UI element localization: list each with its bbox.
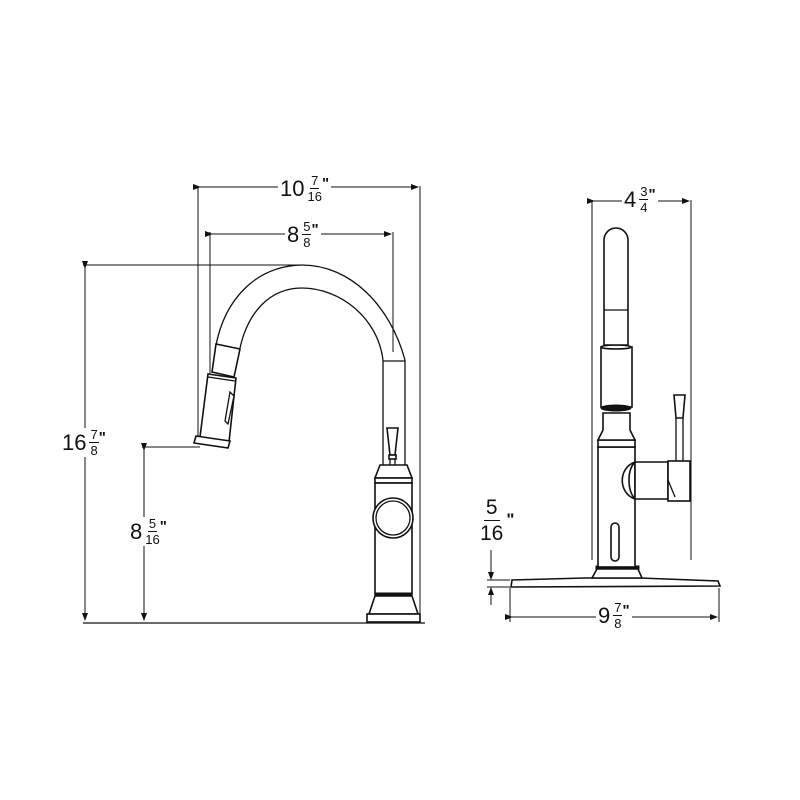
handle-lever-side xyxy=(673,394,686,419)
label-spout-height: 8 5 16 " xyxy=(128,516,169,547)
spray-head xyxy=(199,373,237,443)
spout-top xyxy=(603,227,629,346)
dim-overall-height xyxy=(82,261,302,621)
dim-spout-reach xyxy=(205,231,394,444)
label-deck-plate-width: 9 7 8 " xyxy=(596,600,632,631)
label-overall-reach: 10 7 16 " xyxy=(278,173,332,204)
inch-mark: " xyxy=(321,175,330,192)
front-faucet xyxy=(192,264,421,623)
label-deck-plate-thickness: 5 16 " xyxy=(478,496,517,545)
spray-head-collar xyxy=(211,343,241,378)
dim-deck-plate-thickness xyxy=(487,550,510,605)
deck-plate xyxy=(510,577,722,588)
spray-nozzle xyxy=(192,435,232,449)
side-faucet xyxy=(510,227,722,588)
fraction: 7 16 xyxy=(307,173,322,204)
whole-number: 10 xyxy=(280,175,305,201)
label-overall-height: 16 7 8 " xyxy=(60,427,108,458)
label-side-width: 4 3 4 " xyxy=(622,184,658,215)
handle-lever xyxy=(386,427,399,456)
sensor-window xyxy=(610,522,620,562)
label-spout-reach: 8 5 8 " xyxy=(285,219,321,250)
